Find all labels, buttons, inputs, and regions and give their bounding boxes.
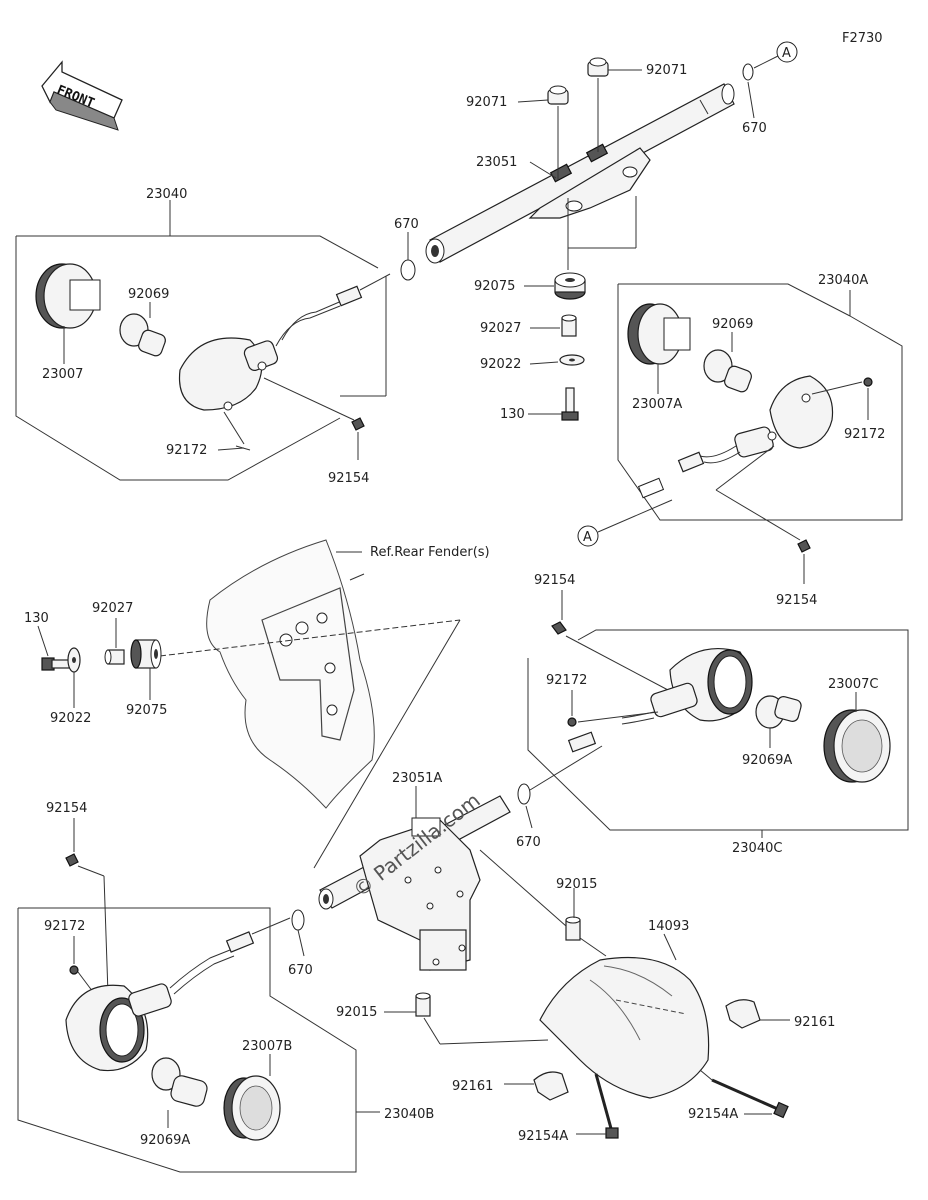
ref-rear-fender-note: Ref.Rear Fender(s) — [370, 545, 490, 560]
label-92069a-b: 92069A — [140, 1133, 190, 1148]
spacer-92015-b — [415, 992, 431, 1017]
circle-ref-a-bottom-label: A — [583, 530, 592, 545]
label-92154-a: 92154 — [328, 471, 369, 486]
circle-ref-a-top — [776, 41, 798, 63]
label-92022-a: 92022 — [480, 357, 521, 372]
label-23007: 23007 — [42, 367, 83, 382]
lens-23007 — [35, 263, 101, 329]
label-92069-a: 92069 — [128, 287, 169, 302]
label-92172-b: 92172 — [844, 427, 885, 442]
signal-housing-23040 — [178, 273, 391, 411]
nut-92154-c — [551, 621, 567, 635]
nut-92154-d — [65, 853, 79, 867]
label-670-a: 670 — [742, 121, 767, 136]
label-23051: 23051 — [476, 155, 517, 170]
lens-23007c — [823, 709, 891, 783]
cover-14093 — [539, 956, 710, 1099]
label-92075-a: 92075 — [474, 279, 515, 294]
label-92027-a: 92027 — [480, 321, 521, 336]
label-92172-c: 92172 — [546, 673, 587, 688]
circle-ref-a-bottom — [577, 525, 599, 547]
label-92022-b: 92022 — [50, 711, 91, 726]
label-23007b: 23007B — [242, 1039, 292, 1054]
label-92069-b: 92069 — [712, 317, 753, 332]
lens-23007a — [627, 303, 691, 365]
label-670-d: 670 — [288, 963, 313, 978]
plug-92071-a — [547, 85, 569, 105]
oring-670-c — [517, 783, 531, 805]
label-92172-a: 92172 — [166, 443, 207, 458]
plug-92071-b — [587, 57, 609, 77]
label-670-c: 670 — [516, 835, 541, 850]
label-14093: 14093 — [648, 919, 689, 934]
label-23051a: 23051A — [392, 771, 442, 786]
bolt-130-a — [561, 387, 579, 421]
label-92015-b: 92015 — [336, 1005, 377, 1020]
label-23007c: 23007C — [828, 677, 878, 692]
label-92172-d: 92172 — [44, 919, 85, 934]
label-92075-b: 92075 — [126, 703, 167, 718]
label-92154-b: 92154 — [776, 593, 817, 608]
nut-92154-b — [797, 539, 811, 553]
collar-92027-b — [104, 649, 125, 665]
label-92161-a: 92161 — [794, 1015, 835, 1030]
pad-92161-a — [725, 999, 761, 1029]
bulb-92069a-b — [151, 1057, 208, 1107]
oring-670-d — [291, 909, 305, 931]
label-92027-b: 92027 — [92, 601, 133, 616]
label-92154-d: 92154 — [46, 801, 87, 816]
label-92154-c: 92154 — [534, 573, 575, 588]
label-92015-a: 92015 — [556, 877, 597, 892]
label-23040: 23040 — [146, 187, 187, 202]
bar-23051 — [425, 83, 735, 264]
group-23040-frame — [15, 236, 341, 481]
washer-92022-b — [67, 647, 81, 673]
label-92071-a: 92071 — [466, 95, 507, 110]
label-130-b: 130 — [24, 611, 49, 626]
bulb-92069a-a — [755, 695, 802, 729]
label-23007a: 23007A — [632, 397, 682, 412]
label-670-b: 670 — [394, 217, 419, 232]
label-23040b: 23040B — [384, 1107, 434, 1122]
bolt-92154a-a — [711, 1078, 789, 1119]
washer-92022-a — [559, 354, 585, 366]
front-arrow-icon: FRONT — [41, 60, 123, 131]
bulb-92069-b — [703, 349, 752, 393]
grommet-92075-b — [130, 639, 162, 669]
lens-23007b — [223, 1075, 281, 1141]
screw-92172-c — [567, 717, 577, 727]
label-130-a: 130 — [500, 407, 525, 422]
label-92154a-b: 92154A — [518, 1129, 568, 1144]
screw-92172-b — [863, 377, 873, 387]
bolt-92154a-b — [594, 1073, 619, 1139]
grommet-92075-a — [554, 272, 586, 300]
bracket-23051a — [318, 795, 511, 971]
collar-92027-a — [561, 314, 577, 337]
screw-92172-d — [69, 965, 79, 975]
label-23040c: 23040C — [732, 841, 782, 856]
oring-670-b — [400, 259, 416, 281]
label-92071-b: 92071 — [646, 63, 687, 78]
group-23040c-frame — [527, 629, 909, 831]
label-92161-b: 92161 — [452, 1079, 493, 1094]
rear-fender-ref — [206, 539, 375, 809]
signal-housing-23040a — [637, 375, 834, 499]
circle-ref-a-top-label: A — [782, 46, 791, 61]
pad-92161-b — [533, 1071, 569, 1101]
label-23040a: 23040A — [818, 273, 868, 288]
figure-code: F2730 — [842, 31, 883, 46]
group-23040b-frame — [17, 908, 357, 1173]
label-92154a-a: 92154A — [688, 1107, 738, 1122]
label-92069a-a: 92069A — [742, 753, 792, 768]
oring-670-a — [742, 63, 754, 81]
signal-housing-23040c — [567, 648, 753, 753]
signal-housing-23040b — [65, 917, 291, 1072]
group-23040a-frame — [618, 283, 851, 317]
nut-92154-a — [351, 417, 365, 431]
spacer-92015-a — [565, 916, 581, 941]
bulb-92069-a — [119, 313, 166, 357]
